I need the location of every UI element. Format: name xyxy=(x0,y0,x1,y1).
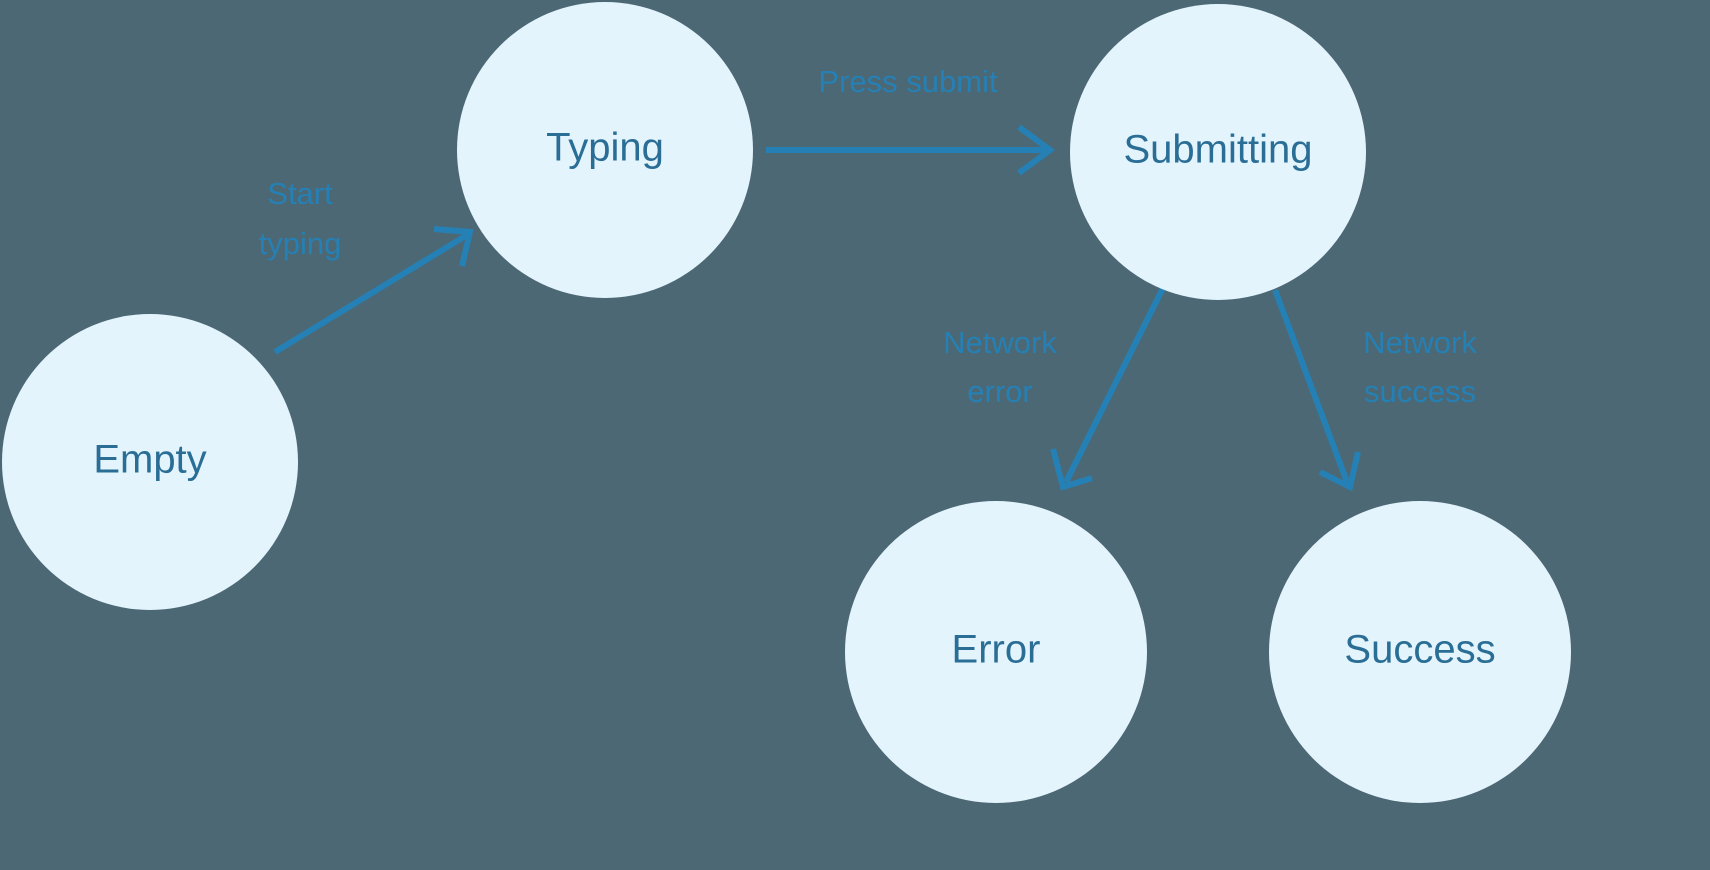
edge-label-network-success: Network success xyxy=(1363,325,1477,409)
node-label-submitting: Submitting xyxy=(1124,128,1313,172)
edge-empty-to-typing[interactable] xyxy=(273,226,474,355)
state-node-typing[interactable]: Typing xyxy=(457,2,753,298)
edge-label-network-error: Network error xyxy=(943,325,1057,409)
state-node-success[interactable]: Success xyxy=(1269,501,1571,803)
edge-label-line: Network xyxy=(943,325,1057,360)
node-shape xyxy=(845,501,1147,803)
edge-submitting-to-error[interactable] xyxy=(1050,286,1166,491)
edge-line xyxy=(273,232,469,355)
state-node-submitting[interactable]: Submitting xyxy=(1070,4,1366,300)
edge-label-start-typing: Start typing xyxy=(259,176,342,261)
node-shape xyxy=(457,2,753,298)
node-label-typing: Typing xyxy=(546,126,664,170)
state-node-empty[interactable]: Empty xyxy=(2,314,298,610)
edge-label-line: success xyxy=(1364,374,1476,409)
edge-line xyxy=(1272,288,1350,484)
edge-label-line: Start xyxy=(267,176,333,211)
node-label-success: Success xyxy=(1344,628,1495,672)
edge-label-line: Network xyxy=(1363,325,1477,360)
edge-typing-to-submitting[interactable] xyxy=(766,124,1056,176)
node-shape xyxy=(1269,501,1571,803)
edge-label-line: typing xyxy=(259,226,342,261)
arrowhead-icon xyxy=(1017,124,1056,176)
arrowhead-icon xyxy=(433,226,474,267)
edge-label-line: Press submit xyxy=(818,64,998,99)
arrowhead-icon xyxy=(1318,451,1361,492)
edge-submitting-to-success[interactable] xyxy=(1272,288,1361,492)
node-shape xyxy=(1070,4,1366,300)
edge-line xyxy=(1063,286,1166,484)
node-label-empty: Empty xyxy=(93,438,206,482)
arrowhead-icon xyxy=(1050,448,1093,491)
state-node-error[interactable]: Error xyxy=(845,501,1147,803)
node-shape xyxy=(2,314,298,610)
edge-label-press-submit: Press submit xyxy=(818,64,998,99)
node-label-error: Error xyxy=(952,628,1041,672)
edge-label-line: error xyxy=(967,374,1032,409)
